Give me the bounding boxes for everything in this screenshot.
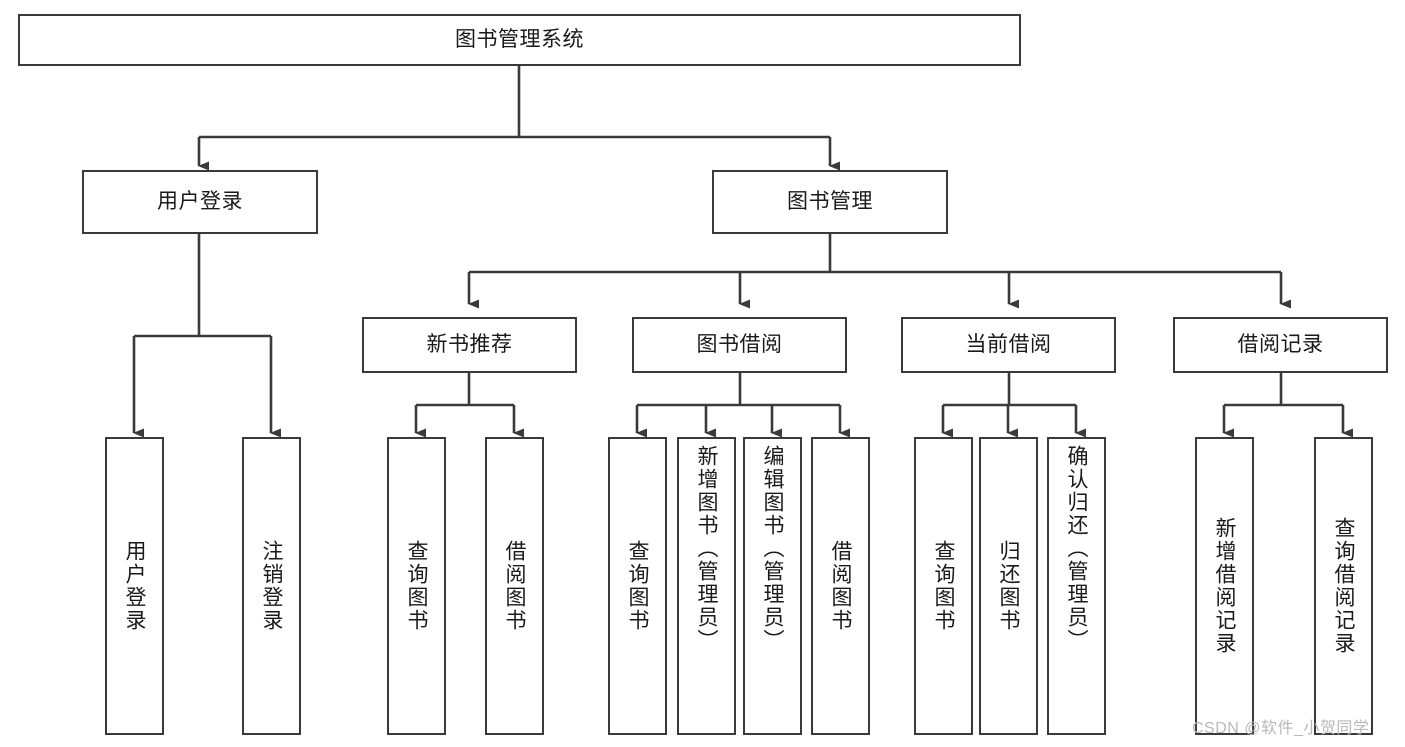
node-label: 图书管理 (787, 190, 873, 214)
node-leaf-borrow-book-recommend[interactable]: 借阅图书 (485, 437, 544, 735)
node-label: 图书借阅 (696, 333, 783, 357)
node-label: 查询图书 (626, 540, 649, 632)
node-label: 新书推荐 (426, 333, 513, 357)
node-leaf-add-book-admin[interactable]: 新增图书（管理员） (677, 437, 736, 735)
node-root-system[interactable]: 图书管理系统 (18, 14, 1021, 66)
node-leaf-edit-book-admin[interactable]: 编辑图书（管理员） (743, 437, 802, 735)
node-label: 编辑图书（管理员） (761, 445, 784, 652)
node-leaf-query-book-current[interactable]: 查询图书 (914, 437, 973, 735)
node-new-book-recommend[interactable]: 新书推荐 (362, 317, 577, 373)
node-label: 当前借阅 (965, 333, 1052, 357)
node-leaf-query-book-recommend[interactable]: 查询图书 (387, 437, 446, 735)
node-user-login[interactable]: 用户登录 (82, 170, 318, 234)
node-current-borrow[interactable]: 当前借阅 (901, 317, 1116, 373)
node-leaf-return-book[interactable]: 归还图书 (979, 437, 1038, 735)
node-leaf-query-book-borrow[interactable]: 查询图书 (608, 437, 667, 735)
node-leaf-user-login[interactable]: 用户登录 (105, 437, 164, 735)
node-label: 查询图书 (932, 540, 955, 632)
node-label: 用户登录 (123, 540, 146, 632)
watermark-text: CSDN @软件_小贺同学 (1192, 720, 1370, 737)
node-leaf-confirm-return-admin[interactable]: 确认归还（管理员） (1047, 437, 1106, 735)
node-label: 图书管理系统 (455, 28, 584, 52)
node-leaf-query-borrow-record[interactable]: 查询借阅记录 (1314, 437, 1373, 735)
node-label: 查询图书 (405, 540, 428, 632)
node-label: 借阅图书 (503, 540, 526, 632)
node-label: 确认归还（管理员） (1065, 445, 1088, 652)
node-label: 新增借阅记录 (1213, 517, 1236, 655)
node-leaf-logout-login[interactable]: 注销登录 (242, 437, 301, 735)
node-label: 新增图书（管理员） (695, 445, 718, 652)
node-label: 归还图书 (997, 540, 1020, 632)
node-leaf-add-borrow-record[interactable]: 新增借阅记录 (1195, 437, 1254, 735)
node-label: 借阅记录 (1237, 333, 1324, 357)
node-borrow-record[interactable]: 借阅记录 (1173, 317, 1388, 373)
node-label: 注销登录 (260, 540, 283, 632)
node-book-borrow[interactable]: 图书借阅 (632, 317, 847, 373)
node-label: 用户登录 (157, 190, 243, 214)
node-label: 查询借阅记录 (1332, 517, 1355, 655)
node-leaf-borrow-book[interactable]: 借阅图书 (811, 437, 870, 735)
node-label: 借阅图书 (829, 540, 852, 632)
node-book-management[interactable]: 图书管理 (712, 170, 948, 234)
